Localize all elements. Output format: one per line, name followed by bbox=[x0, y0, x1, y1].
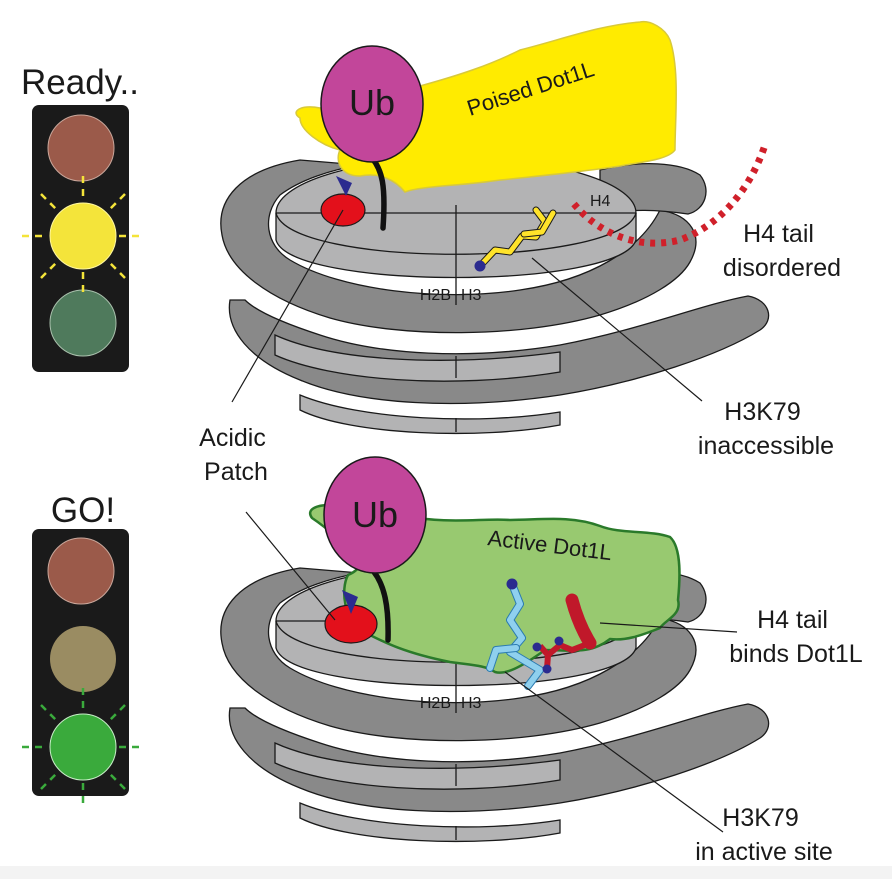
yellow-light-on bbox=[49, 202, 117, 270]
h4-tail-disordered bbox=[571, 143, 769, 247]
h3-label: H3 bbox=[461, 287, 482, 304]
bottom-margin-band bbox=[0, 866, 892, 879]
nucleosome-poised: H2B H3 H4 bbox=[220, 157, 770, 435]
h4-tail-callout-top: H4 tail disordered bbox=[723, 220, 841, 282]
h3k79-callout-bottom: H3K79 in active site bbox=[695, 804, 833, 866]
red-light-off bbox=[47, 537, 115, 605]
ub-label-top: Ub bbox=[349, 82, 395, 123]
h4-tail-callout-bottom: H4 tail binds Dot1L bbox=[729, 606, 863, 668]
h4-tail-leader-bottom bbox=[599, 622, 738, 633]
lysine-head-top bbox=[474, 260, 486, 272]
h2b-label: H2B bbox=[420, 287, 451, 304]
h3k79-inaccessible bbox=[474, 206, 557, 272]
h2b-label: H2B bbox=[420, 695, 451, 712]
ubiquitin-top bbox=[320, 45, 424, 163]
traffic-light-go bbox=[22, 529, 145, 808]
h4-tail-bound bbox=[532, 593, 597, 674]
ready-label: Ready.. bbox=[21, 63, 139, 102]
red-light-off bbox=[47, 114, 115, 182]
h4-label: H4 bbox=[590, 193, 611, 210]
lysine-head-bottom bbox=[506, 578, 518, 590]
go-label: GO! bbox=[51, 491, 115, 530]
green-light-off bbox=[49, 289, 117, 357]
yellow-light-off bbox=[50, 626, 116, 692]
green-light-on bbox=[49, 713, 117, 781]
h3k79-active bbox=[486, 578, 544, 690]
yellow-glow-rays bbox=[22, 176, 145, 296]
h3-label: H3 bbox=[461, 695, 482, 712]
ub-label-bottom: Ub bbox=[352, 494, 398, 535]
traffic-light-ready bbox=[22, 105, 145, 372]
green-glow-rays bbox=[22, 688, 145, 808]
acidic-patch-leader-bottom bbox=[245, 511, 336, 621]
arginine-anchor-top bbox=[336, 176, 352, 196]
h3k79-leader-top bbox=[531, 257, 703, 402]
ubiquitin-bottom bbox=[323, 456, 427, 574]
arginine-anchor-bottom bbox=[342, 590, 358, 614]
acidic-patch-callout: Acidic Patch bbox=[199, 424, 273, 486]
h3k79-leader-bottom bbox=[504, 671, 724, 833]
h3k79-callout-top: H3K79 inaccessible bbox=[698, 398, 834, 460]
ub-linker-bottom bbox=[371, 569, 391, 643]
acidic-patch-leader-top bbox=[231, 209, 344, 403]
